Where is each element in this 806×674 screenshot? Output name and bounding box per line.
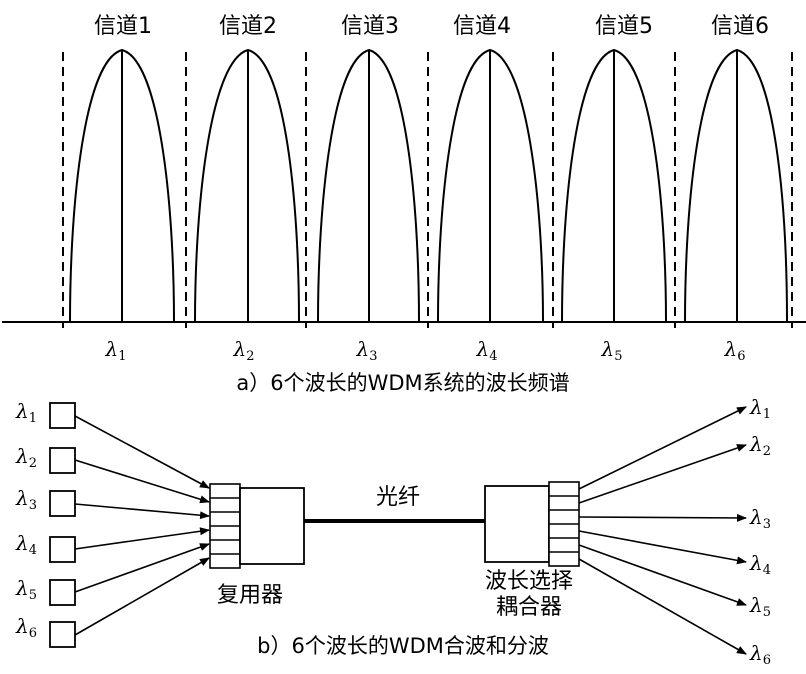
channel-1: 信道1 λ1	[69, 14, 175, 364]
wavelength-label: λ6	[724, 337, 746, 364]
input-wavelength-label: λ1	[15, 399, 37, 426]
output-arrow	[578, 558, 747, 655]
mux-label: 复用器	[217, 583, 283, 608]
source-box	[49, 402, 76, 429]
spectrum-panel: 信道1 λ1 信道2 λ2 信道3 λ3 信道4 λ4 信道5	[2, 14, 806, 395]
input-arrow	[74, 527, 210, 550]
demux-body	[484, 485, 550, 563]
channel-boundaries	[62, 52, 793, 328]
input-arrow	[74, 415, 210, 489]
source-box	[49, 447, 76, 474]
caption-b: b）6个波长的WDM合波和分波	[257, 634, 549, 658]
input-arrows	[74, 415, 210, 636]
input-labels: λ1 λ2 λ3 λ4 λ5 λ6	[15, 399, 37, 641]
input-wavelength-label: λ3	[15, 486, 37, 513]
caption-a: a）6个波长的WDM系统的波长频谱	[236, 371, 569, 395]
mux-body	[239, 487, 305, 565]
channel-label: 信道5	[595, 14, 653, 39]
output-arrow	[578, 544, 747, 606]
output-arrow	[578, 444, 747, 504]
output-wavelength-label: λ1	[749, 395, 771, 422]
channel-label: 信道1	[94, 14, 152, 39]
channel-4: 信道4 λ4	[437, 14, 544, 364]
input-arrow	[74, 459, 210, 504]
output-arrow	[578, 513, 747, 522]
mux-demux-panel: λ1 λ2 λ3 λ4 λ5 λ6	[15, 395, 771, 668]
wavelength-label: λ1	[105, 337, 127, 364]
source-box	[49, 490, 76, 517]
input-wavelength-label: λ4	[15, 531, 37, 558]
channel-2: 信道2 λ2	[194, 14, 300, 364]
output-wavelength-label: λ3	[749, 505, 771, 532]
wavelength-label: λ5	[601, 337, 623, 364]
output-wavelength-label: λ5	[749, 593, 771, 620]
output-wavelength-label: λ2	[749, 432, 771, 459]
input-wavelength-label: λ6	[15, 614, 37, 641]
source-box	[49, 536, 76, 563]
output-arrow	[578, 530, 747, 565]
output-arrow	[578, 406, 747, 490]
channel-label: 信道4	[453, 14, 511, 39]
channel-3: 信道3 λ3	[317, 14, 420, 364]
output-arrows	[578, 406, 747, 655]
input-wavelength-label: λ2	[15, 444, 37, 471]
wavelength-label: λ4	[476, 337, 498, 364]
wavelength-label: λ2	[233, 337, 255, 364]
output-wavelength-label: λ4	[749, 551, 771, 578]
wavelength-label: λ3	[356, 337, 378, 364]
input-arrow	[74, 557, 210, 636]
output-labels: λ1 λ2 λ3 λ4 λ5 λ6	[749, 395, 771, 668]
channel-label: 信道6	[711, 14, 769, 39]
input-arrow	[74, 543, 210, 593]
channel-label: 信道3	[341, 14, 399, 39]
channel-5: 信道5 λ5	[561, 14, 667, 364]
channel-label: 信道2	[219, 14, 277, 39]
input-arrow	[74, 503, 210, 520]
output-wavelength-label: λ6	[749, 641, 771, 668]
multiplexer: 复用器	[209, 483, 305, 608]
source-box	[49, 621, 76, 648]
channel-6: 信道6 λ6	[684, 14, 788, 364]
demux-label-line1: 波长选择	[485, 569, 573, 594]
source-box	[49, 579, 76, 606]
demux-label-line2: 耦合器	[496, 595, 562, 620]
fiber-label: 光纤	[376, 485, 420, 510]
demultiplexer: 波长选择 耦合器	[484, 481, 580, 620]
input-wavelength-label: λ5	[15, 576, 37, 603]
source-boxes	[49, 402, 76, 648]
